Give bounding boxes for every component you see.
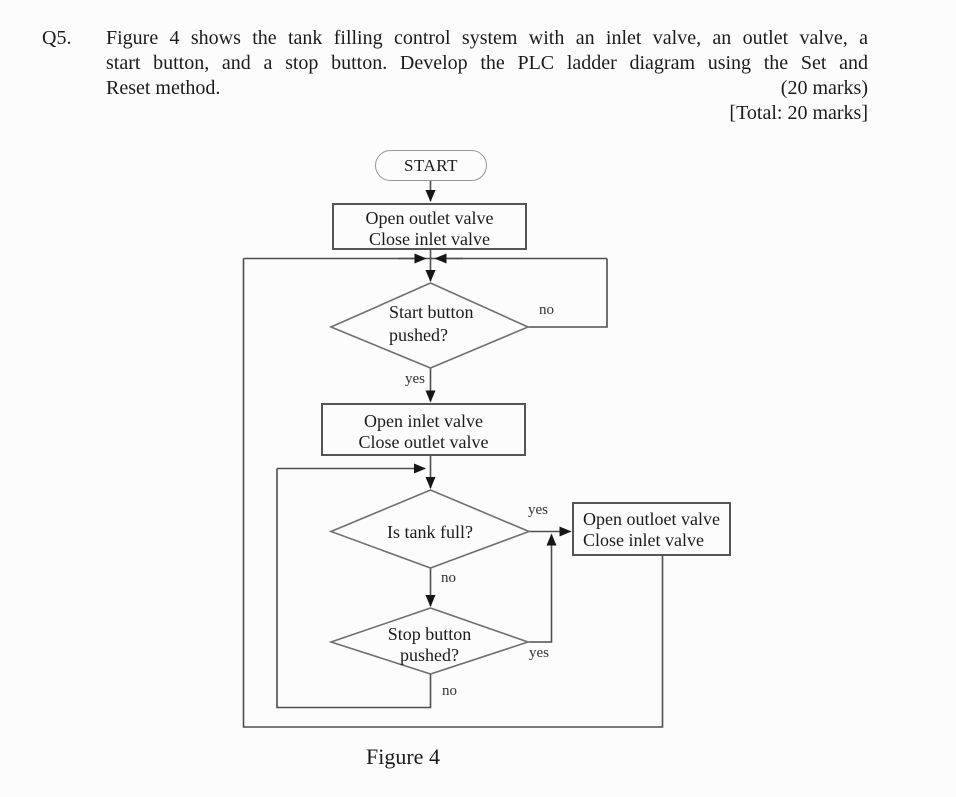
decision-tank-full-text: Is tank full? (331, 521, 529, 544)
decision-start-button-shape (328, 282, 531, 369)
process1-line1: Open outlet valve (365, 208, 494, 228)
question-line-3: Reset method. (20 marks) (106, 76, 868, 101)
decision1-line2: pushed? (389, 325, 448, 345)
decision-tank-full-shape (328, 489, 532, 569)
decision1-no-label: no (539, 302, 554, 318)
decision2-yes-label: yes (528, 502, 548, 518)
process3-line1: Open outloet valve (583, 509, 720, 529)
decision-stop-button-text: Stop button pushed? (331, 624, 528, 666)
question-line-1: Figure 4 shows the tank filling control … (106, 27, 868, 49)
process-open-inlet-valve: Open inlet valve Close outlet valve (321, 403, 526, 456)
connector-decision3-yes-up (528, 533, 557, 643)
connector-decision1-no-loop (528, 258, 608, 328)
start-terminator: START (375, 150, 487, 181)
decision3-line2: pushed? (400, 645, 459, 665)
connector-outer-loop (242, 258, 664, 728)
decision-stop-button-shape (328, 607, 531, 675)
process2-line2: Close outlet valve (358, 432, 489, 452)
process-open-outlet-valve: Open outlet valve Close inlet valve (332, 203, 527, 250)
total-marks-label: [Total: 20 marks] (729, 102, 868, 124)
start-label: START (404, 155, 458, 175)
question-line-2: start button, and a stop button. Develop… (106, 52, 868, 74)
process-open-outlet-valve-2: Open outloet valve Close inlet valve (572, 502, 731, 556)
process2-line1: Open inlet valve (364, 411, 483, 431)
decision-start-button-text: Start button pushed? (389, 301, 474, 347)
connector-decision3-no-loop (276, 468, 432, 709)
process1-line2: Close inlet valve (369, 229, 490, 249)
decision3-yes-label: yes (529, 645, 549, 661)
process3-line2: Close inlet valve (583, 530, 704, 550)
decision1-line1: Start button (389, 302, 474, 322)
question-text: Figure 4 shows the tank filling control … (106, 26, 868, 126)
decision3-no-label: no (442, 683, 457, 699)
decision1-yes-label: yes (405, 371, 425, 387)
decision2-no-label: no (441, 570, 456, 586)
question-number: Q5. (42, 27, 72, 49)
decision3-line1: Stop button (387, 624, 472, 644)
question-line-3-text: Reset method. (106, 77, 221, 99)
marks-label: (20 marks) (780, 77, 868, 99)
decision2-line1: Is tank full? (387, 522, 473, 542)
figure-caption: Figure 4 (366, 744, 440, 769)
